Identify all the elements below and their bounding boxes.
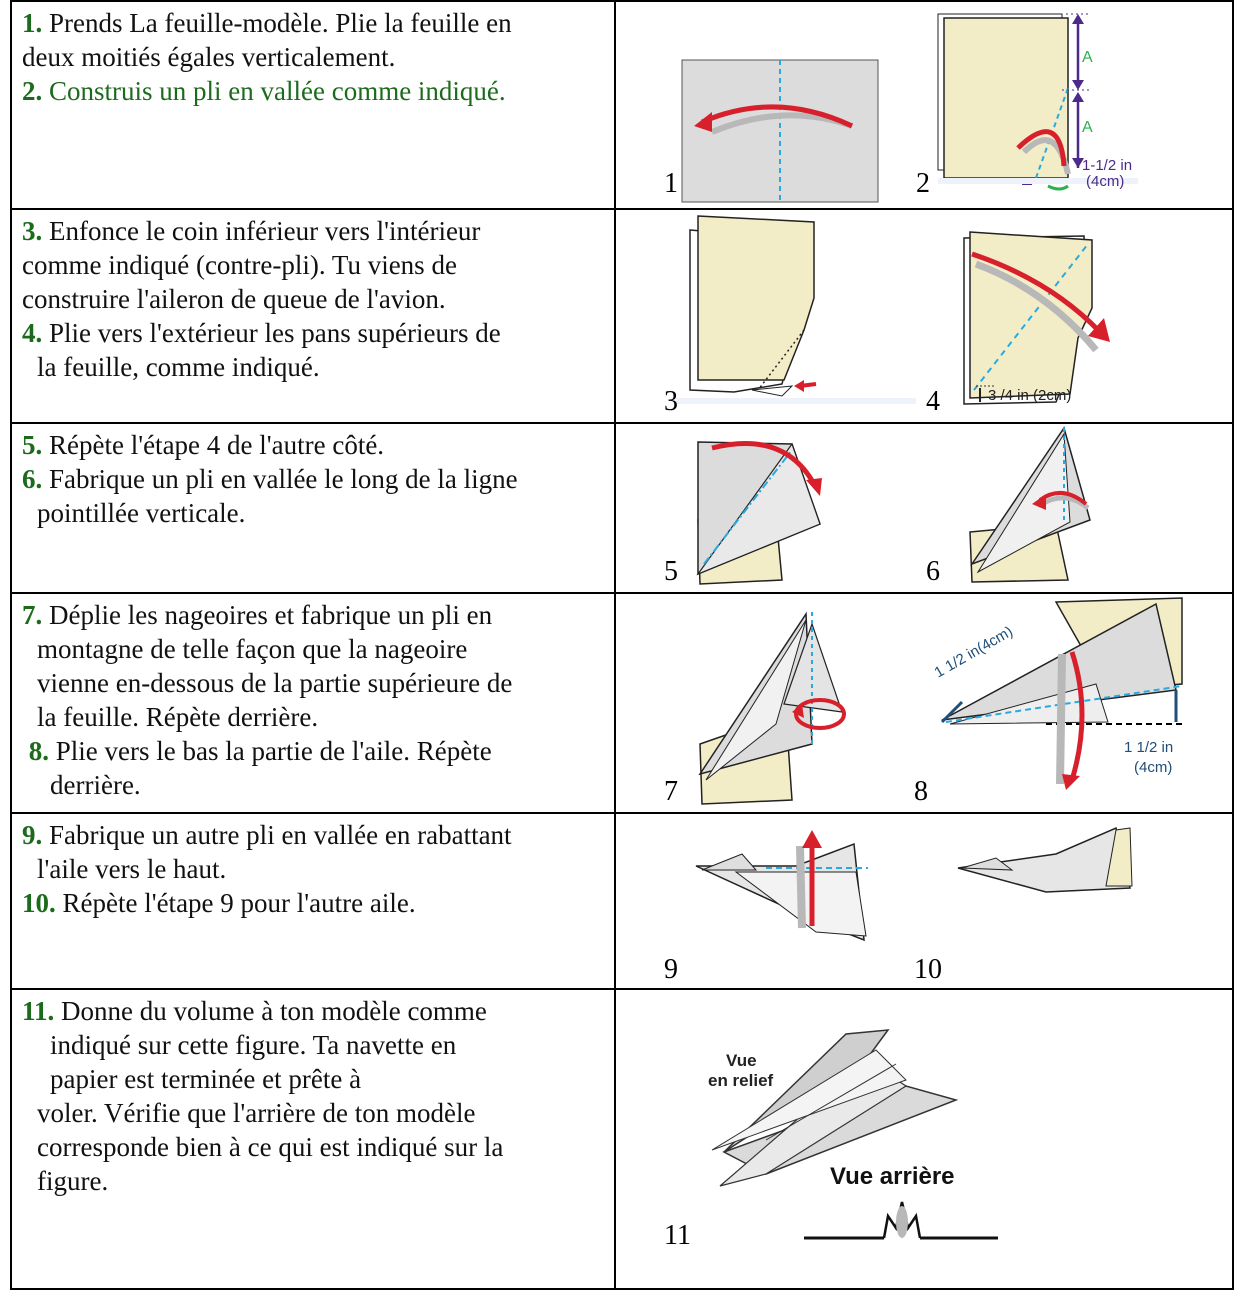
instruction-table: 1. Prends La feuille-modèle. Plie la feu… xyxy=(10,0,1234,1290)
step-text-2: 3. Enfonce le coin inférieur vers l'inté… xyxy=(10,208,616,424)
figure-number: 9 xyxy=(664,954,678,985)
step-row-6: 11. Donne du volume à ton modèle comme i… xyxy=(10,988,1234,1290)
step-number: 11. xyxy=(22,996,55,1026)
fold-diagram-5-6 xyxy=(696,426,1091,585)
step-text-6: 11. Donne du volume à ton modèle comme i… xyxy=(10,988,616,1290)
step-text: Prends La feuille-modèle. Plie la feuill… xyxy=(49,8,512,38)
figure-number: 4 xyxy=(926,386,940,417)
dimension-label: A xyxy=(1082,119,1093,136)
step-text: l'aile vers le haut. xyxy=(37,854,227,884)
figure-number: 3 xyxy=(664,386,678,417)
step-number: 5. xyxy=(22,430,43,460)
figure-number: 10 xyxy=(914,954,942,985)
dimension-label: 1 1/2 in(4cm) xyxy=(932,623,1016,681)
step-text: la feuille. Répète derrière. xyxy=(37,702,319,732)
step-text: Déplie les nageoires et fabrique un pli … xyxy=(49,600,493,630)
fold-diagram-3-4: 3 /4 in (2cm) xyxy=(676,215,1110,405)
figure-number: 11 xyxy=(664,1220,691,1251)
step-text: Donne du volume à ton modèle comme xyxy=(61,996,487,1026)
step-text: deux moitiés égales verticalement. xyxy=(22,42,396,72)
step-number: 3. xyxy=(22,216,43,246)
step-figures-3: 5 6 xyxy=(614,422,1234,594)
step-text: Fabrique un pli en vallée le long de la … xyxy=(49,464,518,494)
figure-number: 5 xyxy=(664,556,678,587)
step-text-5: 9. Fabrique un autre pli en vallée en ra… xyxy=(10,812,616,990)
view-label: Vue xyxy=(726,1051,757,1070)
step-text-4: 7. Déplie les nageoires et fabrique un p… xyxy=(10,592,616,814)
figure-number: 8 xyxy=(914,776,928,807)
dimension-label: (4cm) xyxy=(1086,173,1124,190)
step-text: construire l'aileron de queue de l'avion… xyxy=(22,284,446,314)
step-row-3: 5. Répète l'étape 4 de l'autre côté. 6. … xyxy=(10,422,1234,594)
view-label: Vue arrière xyxy=(830,1163,955,1190)
step-number: 1. xyxy=(22,8,43,38)
step-text-1: 1. Prends La feuille-modèle. Plie la feu… xyxy=(10,0,616,210)
step-figures-5: 9 10 xyxy=(614,812,1234,990)
step-row-4: 7. Déplie les nageoires et fabrique un p… xyxy=(10,592,1234,814)
step-row-1: 1. Prends La feuille-modèle. Plie la feu… xyxy=(10,0,1234,210)
step-number: 2. xyxy=(22,76,43,106)
dimension-label: 1-1/2 in xyxy=(1082,157,1132,174)
step-number: 8. xyxy=(28,736,49,766)
dimension-label: 3 /4 in (2cm) xyxy=(988,387,1071,404)
fold-diagram-7-8: 1 1/2 in(4cm) 1 1/2 in (4cm) xyxy=(698,597,1183,805)
step-text: comme indiqué (contre-pli). Tu viens de xyxy=(22,250,457,280)
figure-number: 7 xyxy=(664,776,678,807)
step-text: derrière. xyxy=(50,770,141,800)
step-text: corresponde bien à ce qui est indiqué su… xyxy=(37,1132,504,1162)
dimension-label: 1 1/2 in xyxy=(1124,739,1173,756)
step-text: indiqué sur cette figure. Ta navette en xyxy=(50,1030,457,1060)
step-text: Plie vers le bas la partie de l'aile. Ré… xyxy=(55,736,492,766)
figure-number: 1 xyxy=(664,168,678,199)
step-figures-1: A A 1-1/2 in (4cm) 1 2 xyxy=(614,0,1234,210)
step-text: voler. Vérifie que l'arrière de ton modè… xyxy=(37,1098,476,1128)
step-row-5: 9. Fabrique un autre pli en vallée en ra… xyxy=(10,812,1234,990)
step-text: Plie vers l'extérieur les pans supérieur… xyxy=(49,318,501,348)
dimension-label: (4cm) xyxy=(1134,759,1172,776)
step-number: 7. xyxy=(22,600,43,630)
step-text: la feuille, comme indiqué. xyxy=(37,352,320,382)
fold-diagram-11: Vue en relief Vue arrière xyxy=(708,1029,998,1240)
fold-diagram-1-2: A A 1-1/2 in (4cm) xyxy=(681,13,1138,203)
step-text: montagne de telle façon que la nageoire xyxy=(37,634,468,664)
step-figures-4: 1 1/2 in(4cm) 1 1/2 in (4cm) 7 8 xyxy=(614,592,1234,814)
step-number: 4. xyxy=(22,318,43,348)
step-text: Enfonce le coin inférieur vers l'intérie… xyxy=(49,216,481,246)
step-number: 10. xyxy=(22,888,56,918)
step-text-3: 5. Répète l'étape 4 de l'autre côté. 6. … xyxy=(10,422,616,594)
step-text: pointillée verticale. xyxy=(37,498,246,528)
dimension-label: A xyxy=(1082,49,1093,66)
step-text: Construis un pli en vallée comme indiqué… xyxy=(49,76,506,106)
figure-number: 6 xyxy=(926,556,940,587)
fold-diagram-9-10 xyxy=(695,826,1133,942)
step-text: Répète l'étape 4 de l'autre côté. xyxy=(42,430,385,460)
step-figures-2: 3 /4 in (2cm) 3 4 xyxy=(614,208,1234,424)
step-text: vienne en-dessous de la partie supérieur… xyxy=(37,668,513,698)
step-number: 9. xyxy=(22,820,43,850)
step-number: 6. xyxy=(22,464,43,494)
step-text: Répète l'étape 9 pour l'autre aile. xyxy=(62,888,416,918)
step-row-2: 3. Enfonce le coin inférieur vers l'inté… xyxy=(10,208,1234,424)
figure-number: 2 xyxy=(916,168,930,199)
step-text: papier est terminée et prête à xyxy=(50,1064,362,1094)
step-text: Fabrique un autre pli en vallée en rabat… xyxy=(49,820,512,850)
step-figures-6: Vue en relief Vue arrière 11 xyxy=(614,988,1234,1290)
view-label: en relief xyxy=(708,1071,774,1090)
step-text: figure. xyxy=(37,1166,109,1196)
